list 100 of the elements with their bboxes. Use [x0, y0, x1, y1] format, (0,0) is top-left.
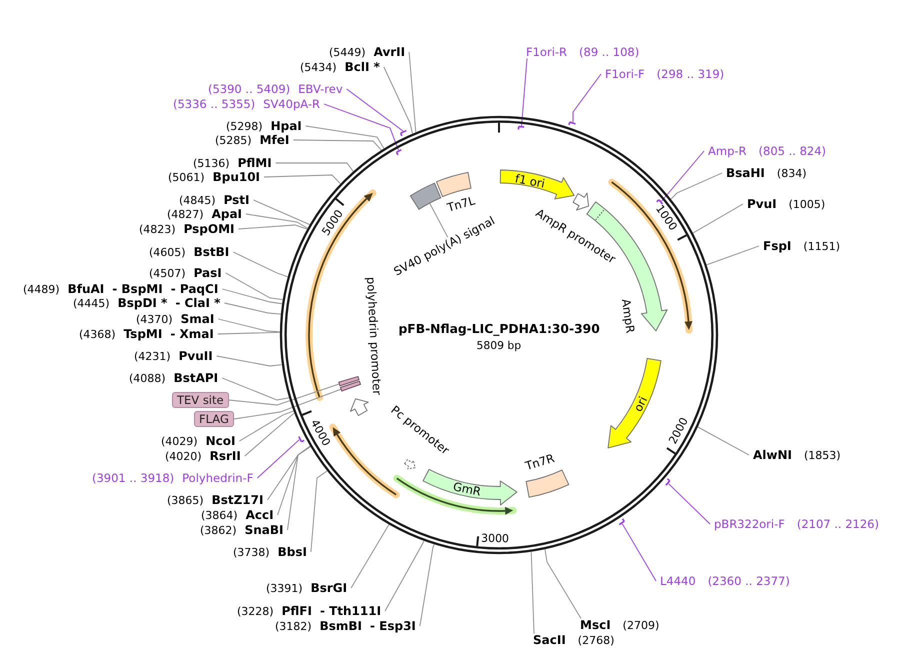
- site-position: (1005): [788, 198, 826, 210]
- leader-line: [670, 172, 722, 200]
- site-position: (4088): [129, 372, 166, 384]
- leader-line: [310, 470, 328, 552]
- primer-mark: [567, 120, 577, 127]
- site-position: (5061): [168, 170, 205, 184]
- enzyme-name: PvuI: [747, 198, 777, 210]
- enzyme-name: PflMI: [238, 156, 272, 170]
- feature-box: [435, 171, 472, 198]
- feature-label: ori: [631, 394, 649, 414]
- enzyme-name: BfuAI: [68, 282, 104, 296]
- site-position: (5449): [329, 46, 366, 58]
- leader-line: [706, 246, 760, 266]
- feature-mark: [337, 375, 360, 387]
- feature-arc: [403, 458, 418, 471]
- enzyme-name: BstZ17I: [212, 494, 264, 506]
- leader-line: [225, 272, 284, 300]
- site-position: (4823): [139, 222, 176, 236]
- leader-line: [232, 252, 288, 278]
- leader-line: [408, 52, 416, 133]
- leader-line: [217, 332, 280, 334]
- site-position: (4827): [167, 208, 204, 220]
- enzyme-name: AccI: [246, 508, 274, 522]
- primer-name: pBR322ori-F: [714, 518, 785, 530]
- scale-label: 3000: [480, 532, 510, 546]
- site-position: (3864): [201, 508, 238, 522]
- leader-line: [244, 412, 295, 456]
- plasmid-name: pFB-Nflag-LIC_PDHA1:30-390: [398, 322, 600, 336]
- feature-tag: FLAG: [194, 411, 234, 427]
- leader-line: [287, 446, 311, 530]
- feature-arc: [422, 468, 519, 506]
- leader-line: [246, 214, 308, 229]
- leader-line: [622, 523, 656, 582]
- primer-name: L4440: [660, 574, 696, 588]
- leader-line: [384, 540, 424, 612]
- leader-line: [346, 88, 404, 132]
- site-position: (3182): [275, 620, 312, 632]
- leader-line: [305, 126, 384, 149]
- leader-line: [218, 318, 280, 332]
- site-position: (5434): [300, 60, 337, 74]
- leader-line: [222, 378, 290, 400]
- site-position: (834): [776, 166, 806, 180]
- enzyme-name: BbsI: [278, 546, 307, 558]
- enzyme-name: - Esp3I: [370, 620, 416, 632]
- site-position: (4368): [79, 328, 116, 340]
- primer-name: F1ori-F: [605, 68, 645, 80]
- enzyme-name: NcoI: [206, 434, 236, 448]
- site-position: (4445): [73, 296, 110, 310]
- enzyme-name: SmaI: [180, 312, 214, 326]
- leader-line: [238, 224, 308, 230]
- leader-line: [572, 74, 602, 122]
- leader-line: [253, 200, 310, 225]
- primer-mark: [517, 125, 526, 131]
- site-position: (5285): [215, 134, 252, 146]
- site-position: (1151): [803, 240, 840, 252]
- site-position: (4845): [179, 194, 216, 206]
- leader-line: [697, 426, 750, 456]
- enzyme-name: AlwNI: [753, 448, 792, 462]
- primer-position: (5390 .. 5409): [208, 82, 290, 96]
- leader-line: [239, 410, 294, 442]
- primer-name: F1ori-R: [526, 46, 568, 58]
- enzyme-name: SnaBI: [244, 524, 284, 536]
- primer-name: Amp-R: [708, 144, 747, 158]
- scale-label: 2000: [667, 415, 692, 446]
- primer-mark: [399, 129, 408, 138]
- enzyme-name: - XmaI: [170, 328, 214, 340]
- feature-label: f1 ori: [514, 172, 546, 190]
- feature-label: Tn7L: [446, 194, 476, 214]
- leader-line: [264, 174, 341, 184]
- leader-line: [216, 356, 282, 366]
- site-position: (5298): [226, 120, 263, 132]
- enzyme-name: BsmBI: [320, 620, 362, 632]
- enzyme-name: BstBI: [194, 246, 230, 258]
- site-position: (4231): [134, 350, 171, 362]
- site-position: (4020): [165, 450, 202, 462]
- enzyme-name: PspOMI: [184, 222, 235, 236]
- leader-line: [233, 388, 342, 420]
- enzyme-name: BstAPI: [174, 372, 218, 384]
- primer-position: (3901 .. 3918): [92, 472, 174, 484]
- site-position: (1853): [804, 448, 841, 462]
- leader-line: [383, 66, 413, 134]
- primer-position: (2360 .. 2377): [708, 574, 790, 588]
- feature-box: [525, 469, 570, 499]
- enzyme-name: MscI: [580, 618, 611, 632]
- site-position: (5136): [193, 156, 230, 170]
- primer-name: EBV-rev: [298, 82, 343, 96]
- feature-mark: [339, 380, 362, 393]
- leader-line: [324, 104, 399, 151]
- primer-name: Polyhedrin-F: [182, 472, 254, 484]
- leader-line: [661, 150, 704, 202]
- leader-line: [429, 202, 448, 238]
- leader-line: [277, 446, 311, 516]
- site-position: (4370): [136, 312, 173, 326]
- enzyme-name: - BspMI: [112, 282, 163, 296]
- enzyme-name: PflFI: [282, 604, 312, 618]
- primer-mark: [618, 517, 626, 526]
- leader-line: [521, 58, 528, 126]
- enzyme-name: HpaI: [270, 120, 302, 132]
- enzyme-name: MfeI: [260, 134, 290, 146]
- leader-line: [350, 524, 390, 588]
